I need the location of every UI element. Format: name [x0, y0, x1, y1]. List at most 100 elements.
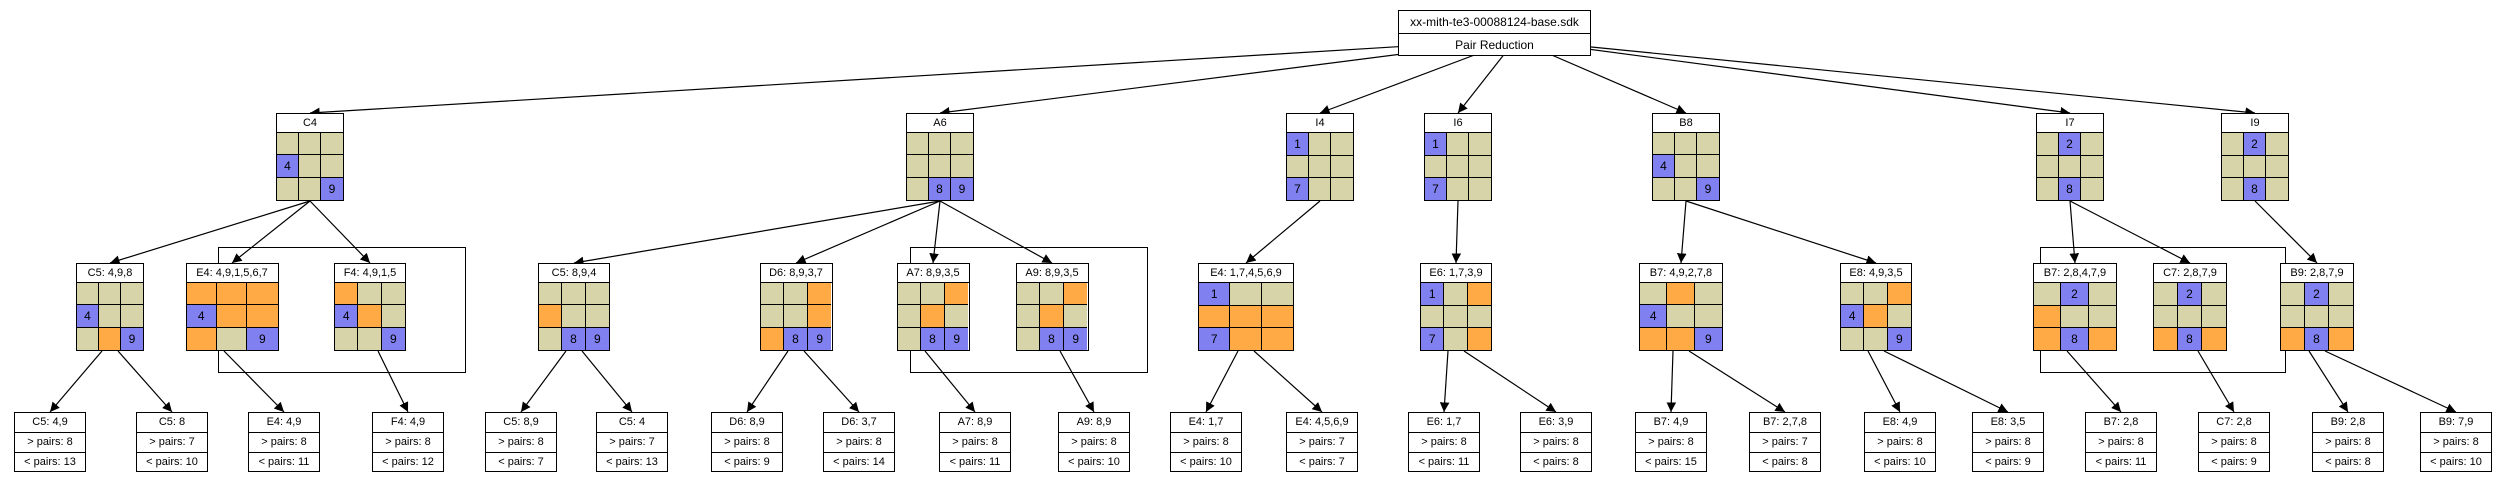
grid-cell: [929, 155, 951, 178]
leaf-gt: > pairs: 8: [2313, 433, 2383, 453]
level2-0-title: C5: 4,9,8: [77, 264, 143, 283]
grid-cell: [951, 155, 973, 178]
grid-cell: [539, 305, 563, 328]
grid-cell: [921, 305, 945, 328]
leaf-label: B7: 4,9: [1636, 413, 1706, 433]
grid-cell: [216, 305, 248, 328]
grid-cell: 4: [186, 305, 217, 328]
leaf-label: E6: 3,9: [1521, 413, 1591, 433]
grid-cell: [2329, 328, 2353, 350]
grid-cell: [277, 178, 299, 200]
grid-cell: 1: [1287, 133, 1309, 156]
grid-cell: [216, 328, 248, 350]
grid-cell: [2202, 328, 2226, 350]
grid-cell: [77, 283, 99, 305]
grid-cell: [186, 283, 217, 305]
grid-cell: [2037, 133, 2059, 156]
grid-cell: [1309, 156, 1331, 178]
edge-arrow: [939, 200, 1053, 264]
edge-arrow: [1205, 350, 1239, 413]
grid-cell: [1040, 305, 1064, 328]
grid-cell: [897, 305, 922, 328]
grid-cell: [2037, 178, 2059, 200]
grid-cell: 8: [2059, 178, 2081, 200]
grid-cell: [562, 283, 586, 306]
leaf-label: B9: 2,8: [2313, 413, 2383, 433]
grid-cell: [1640, 328, 1668, 350]
grid-cell: 7: [1199, 328, 1231, 350]
grid-cell: 9: [381, 328, 405, 350]
leaf-node: C7: 2,8> pairs: 8< pairs: 9: [2198, 412, 2270, 472]
level2-12-title: C7: 2,8,7,9: [2154, 264, 2226, 283]
grid-cell: [335, 328, 359, 350]
grid-cell: [2154, 283, 2178, 306]
leaf-lt: < pairs: 7: [498, 456, 544, 468]
edge-arrow: [2066, 350, 2122, 413]
edge-arrow: [309, 45, 1409, 118]
edge-arrow: [377, 350, 409, 413]
grid-cell: [1016, 327, 1041, 350]
grid-cell: [299, 178, 321, 200]
edge-arrow: [939, 45, 1465, 117]
leaf-gt: > pairs: 8: [2421, 433, 2491, 453]
leaf-node: E8: 4,9> pairs: 8< pairs: 10: [1864, 412, 1936, 472]
grid-cell: [807, 283, 832, 306]
leaf-lt: < pairs: 14: [833, 456, 885, 468]
leaf-node: B9: 7,9> pairs: 8< pairs: 10: [2420, 412, 2492, 472]
grid-cell: [1040, 283, 1064, 306]
grid-cell: [2281, 306, 2305, 328]
grid-cell: [1199, 306, 1231, 328]
grid-cell: [1469, 133, 1491, 156]
leaf-lt: < pairs: 9: [1985, 456, 2031, 468]
grid-cell: [784, 305, 808, 328]
grid-cell: [2202, 306, 2226, 328]
grid-cell: [1469, 156, 1491, 178]
leaf-label: C5: 4: [597, 413, 667, 433]
leaf-label: B9: 7,9: [2421, 413, 2491, 433]
grid-cell: [1016, 283, 1041, 306]
level1-2-title: I4: [1287, 114, 1353, 133]
grid-cell: [897, 283, 922, 306]
leaf-label: E4: 4,5,6,9: [1287, 413, 1357, 433]
grid-cell: [2034, 306, 2062, 328]
edge-arrow: [1245, 200, 1321, 264]
grid-cell: [1261, 283, 1293, 306]
grid-cell: [1887, 283, 1911, 305]
leaf-node: F4: 4,9> pairs: 8< pairs: 12: [372, 412, 444, 472]
leaf-lt: < pairs: 12: [382, 456, 434, 468]
grid-cell: 1: [1421, 283, 1445, 306]
level1-0-title: C4: [277, 114, 343, 133]
grid-cell: 1: [1199, 283, 1231, 306]
grid-cell: [2061, 306, 2089, 328]
grid-cell: [358, 305, 382, 328]
grid-cell: [321, 155, 343, 178]
grid-cell: [358, 328, 382, 350]
grid-cell: [2037, 156, 2059, 178]
grid-cell: [1694, 305, 1722, 328]
edge-arrow: [929, 200, 941, 264]
grid-cell: [277, 133, 299, 155]
leaf-gt: > pairs: 8: [486, 433, 556, 453]
leaf-lt: < pairs: 9: [2211, 456, 2257, 468]
grid-cell: [1230, 283, 1262, 306]
grid-cell: 2: [2305, 283, 2329, 306]
grid-cell: [1653, 133, 1675, 155]
level2-9-title: B7: 4,9,2,7,8: [1640, 264, 1722, 283]
grid-cell: 8: [2178, 328, 2202, 350]
grid-cell: [2329, 283, 2353, 306]
grid-cell: [562, 305, 586, 328]
level1-4-title: B8: [1653, 114, 1719, 133]
grid-cell: [2329, 306, 2353, 328]
grid-cell: [381, 305, 405, 328]
leaf-gt: > pairs: 7: [137, 433, 207, 453]
grid-cell: [1697, 155, 1719, 178]
